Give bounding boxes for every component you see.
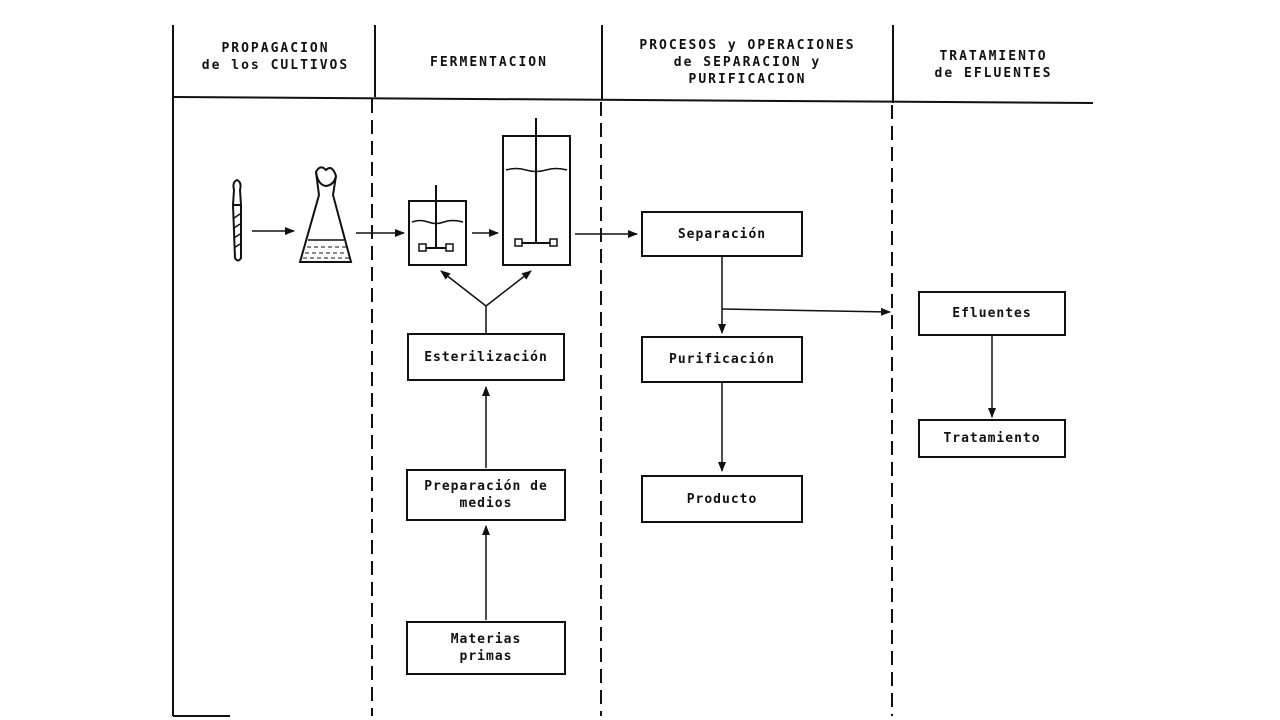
header-effluent-line-2: de EFLUENTES: [934, 66, 1053, 81]
purification-label: Purificación: [669, 352, 775, 367]
media-preparation-label-2: medios: [459, 496, 513, 511]
flask-icon: [298, 166, 353, 263]
product-box: Producto: [641, 475, 803, 523]
header-fermentation: FERMENTACION: [378, 54, 600, 71]
purification-box: Purificación: [641, 336, 803, 383]
header-bottom-line: [172, 96, 1094, 104]
test-tube-icon: [231, 178, 242, 262]
raw-materials-box: Materias primas: [406, 621, 566, 675]
header-effluent-treatment: TRATAMIENTO de EFLUENTES: [896, 48, 1091, 82]
arrow-to-large-fermenter: [485, 270, 532, 307]
raw-materials-label-2: primas: [459, 649, 513, 664]
arrow-to-effluents: [721, 307, 891, 316]
product-label: Producto: [686, 491, 758, 507]
treatment-label: Tratamiento: [943, 431, 1041, 446]
effluents-label: Efluentes: [952, 306, 1032, 321]
header-propagation-line-1: PROPAGACION: [221, 41, 330, 56]
sterilization-box: Esterilización: [407, 333, 565, 381]
media-preparation-label-1: Preparación de: [424, 479, 548, 494]
small-fermenter-icon: [408, 185, 467, 266]
treatment-box: Tratamiento: [918, 419, 1066, 458]
separation-box: Separación: [641, 211, 803, 257]
header-separation-line-3: PURIFICACION: [688, 72, 807, 87]
separation-label: Separación: [677, 226, 767, 242]
sterilization-label: Esterilización: [424, 349, 548, 365]
media-preparation-box: Preparación de medios: [406, 469, 566, 521]
raw-materials-label-1: Materias: [450, 632, 522, 647]
header-propagation: PROPAGACION de los CULTIVOS: [178, 40, 373, 74]
header-effluent-line-1: TRATAMIENTO: [939, 49, 1048, 64]
arrow-to-small-fermenter: [440, 270, 487, 307]
header-separation-line-1: PROCESOS y OPERACIONES: [639, 38, 856, 53]
header-propagation-line-2: de los CULTIVOS: [201, 58, 350, 73]
header-separation-purification: PROCESOS y OPERACIONES de SEPARACION y P…: [604, 37, 891, 88]
header-fermentation-line-1: FERMENTACION: [430, 55, 548, 70]
header-separation-line-2: de SEPARACION y: [673, 55, 822, 70]
large-fermenter-icon: [502, 118, 571, 266]
effluents-box: Efluentes: [918, 291, 1066, 336]
